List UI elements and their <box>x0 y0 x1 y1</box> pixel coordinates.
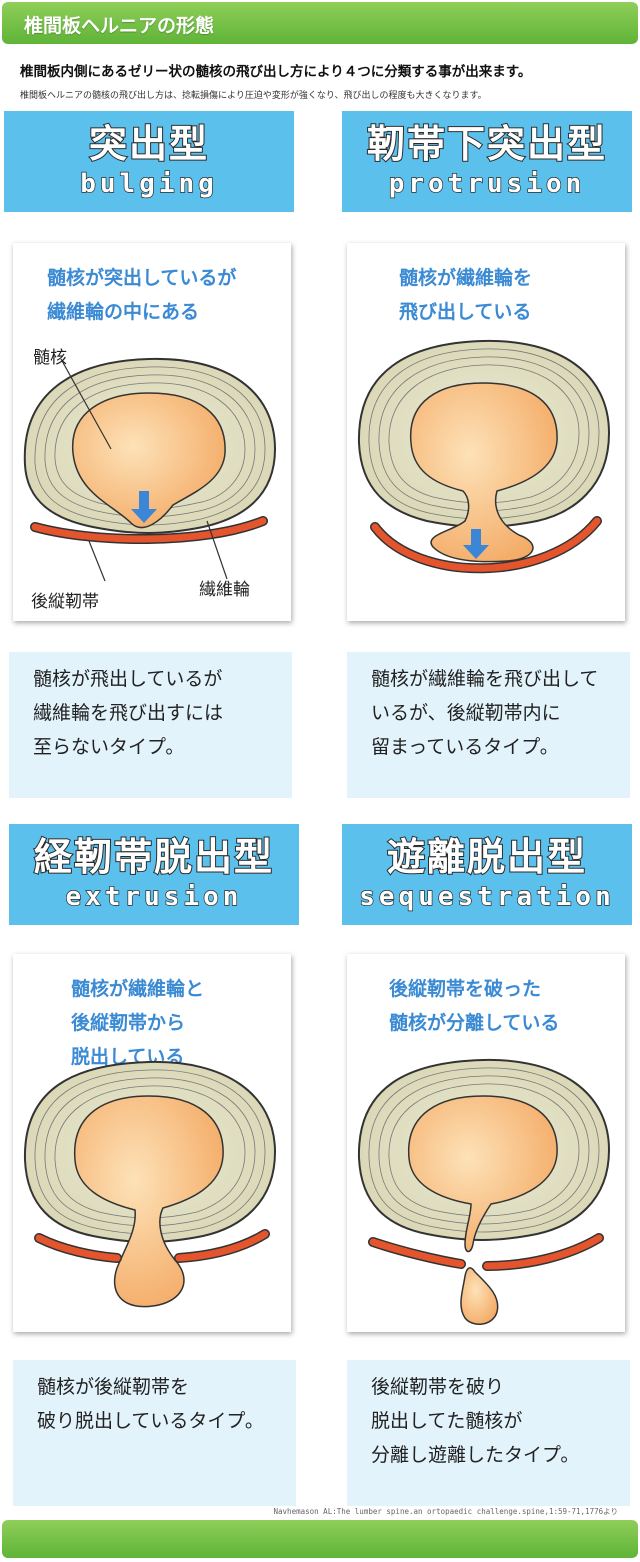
description-bulging: 髄核が飛出しているが 繊維輪を飛び出すには 至らないタイプ。 <box>9 652 292 798</box>
illustration-protrusion: 髄核が繊維輪を 飛び出している <box>347 243 625 621</box>
illustration-bulging: 髄核が突出しているが 繊維輪の中にある 髄核 後縦靭帯 繊維輪 <box>13 243 291 621</box>
nucleus <box>409 382 558 563</box>
type-name-en: sequestration <box>359 881 615 912</box>
type-header-sequestration: 遊離脱出型 sequestration <box>342 824 632 925</box>
description-protrusion: 髄核が繊維輪を飛び出して いるが、後縦靭帯内に 留まっているタイプ。 <box>347 652 630 798</box>
type-name-jp: 遊離脱出型 <box>386 834 587 880</box>
intro-subtext: 椎間板ヘルニアの髄核の飛び出し方は、捻転損傷により圧迫や変形が強くなり、飛び出し… <box>20 91 487 101</box>
type-name-jp: 靭帯下突出型 <box>366 121 607 167</box>
illustration-caption: 髄核が繊維輪と 後縦靭帯から 脱出している <box>71 978 205 1068</box>
type-name-en: extrusion <box>65 881 243 912</box>
type-name-jp: 経靭帯脱出型 <box>33 834 274 880</box>
illustration-sequestration: 後縦靭帯を破った 髄核が分離している <box>347 954 625 1332</box>
description-extrusion: 髄核が後縦靭帯を 破り脱出しているタイプ。 <box>13 1360 296 1506</box>
nucleus <box>74 1095 224 1308</box>
nucleus <box>408 1095 558 1253</box>
down-arrow-icon <box>131 491 157 523</box>
type-header-extrusion: 経靭帯脱出型 extrusion <box>9 824 299 925</box>
label-annulus: 繊維輪 <box>199 580 250 600</box>
nucleus <box>72 392 226 529</box>
type-name-jp: 突出型 <box>88 121 209 167</box>
header-bar: 椎間板ヘルニアの形態 <box>2 2 638 44</box>
label-nucleus: 髄核 <box>33 348 67 368</box>
illustration-extrusion: 髄核が繊維輪と 後縦靭帯から 脱出している <box>13 954 291 1332</box>
type-header-bulging: 突出型 bulging <box>4 111 294 212</box>
footer-bar <box>2 1520 638 1558</box>
down-arrow-icon <box>463 529 489 559</box>
sequestered-fragment <box>460 1267 499 1325</box>
type-name-en: protrusion <box>388 168 586 199</box>
intro-text: 椎間板内側にあるゼリー状の髄核の飛び出し方により４つに分類する事が出来ます。 <box>20 64 532 80</box>
illustration-caption: 髄核が繊維輪を 飛び出している <box>399 267 533 323</box>
citation: Navhemason AL:The lumber spine.an ortopa… <box>273 1507 618 1516</box>
illustration-caption: 後縦靭帯を破った 髄核が分離している <box>389 978 560 1034</box>
label-ligament: 後縦靭帯 <box>31 592 99 612</box>
illustration-caption: 髄核が突出しているが 繊維輪の中にある <box>47 267 237 323</box>
page-title: 椎間板ヘルニアの形態 <box>24 15 215 37</box>
type-header-protrusion: 靭帯下突出型 protrusion <box>342 111 632 212</box>
description-sequestration: 後縦靭帯を破り 脱出してた髄核が 分離し遊離したタイプ。 <box>347 1360 630 1506</box>
type-name-en: bulging <box>80 168 218 199</box>
